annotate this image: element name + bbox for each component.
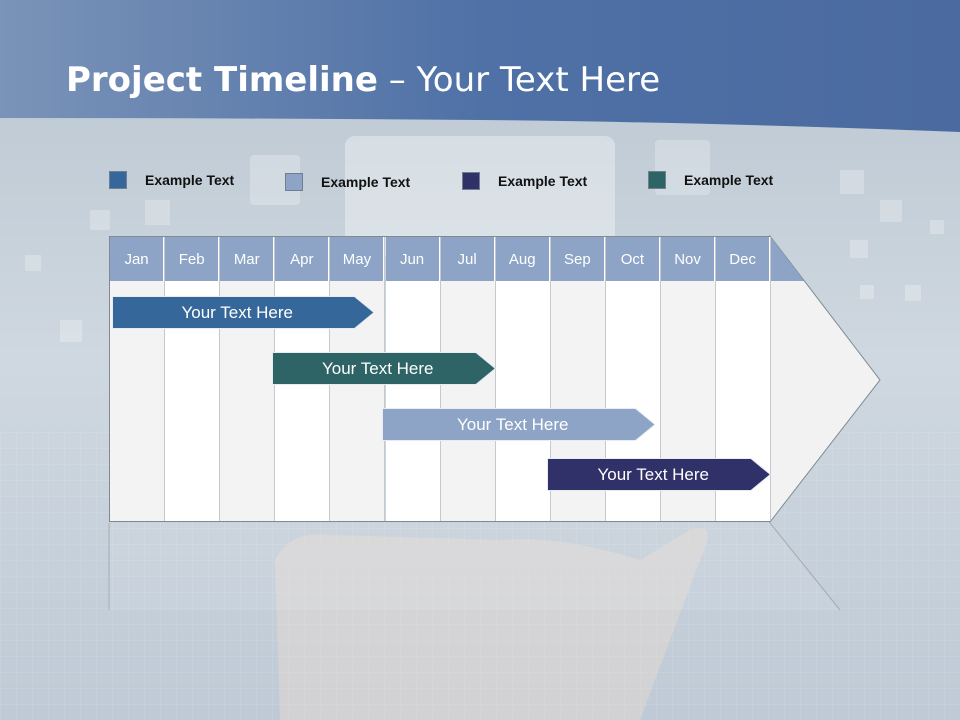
task-bar: Your Text Here [112, 296, 375, 329]
task-label: Your Text Here [456, 414, 569, 434]
legend-item: Example Text [462, 171, 587, 191]
legend-swatch [462, 172, 480, 190]
month-header: Jan [110, 237, 165, 281]
month-header: Dec [716, 237, 771, 281]
month-header: Jul [440, 237, 495, 281]
task-arrow-shape [547, 458, 772, 491]
legend-item: Example Text [109, 170, 234, 190]
legend-swatch [109, 171, 127, 189]
month-header: Aug [495, 237, 550, 281]
page-title: Project Timeline – Your Text Here [66, 60, 660, 100]
task-label: Your Text Here [597, 464, 709, 484]
title-rest: – Your Text Here [377, 60, 661, 100]
legend-swatch [285, 173, 303, 191]
month-header: Jun [385, 237, 440, 281]
month-column: Jan [110, 237, 166, 521]
month-header: Sep [550, 237, 605, 281]
task-label: Your Text Here [181, 302, 293, 322]
month-header: Mar [220, 237, 275, 281]
legend-label: Example Text [684, 172, 774, 188]
legend-swatch [648, 171, 666, 189]
month-header: Oct [605, 237, 660, 281]
legend-item: Example Text [648, 170, 773, 190]
task-label: Your Text Here [321, 358, 434, 378]
legend-item: Example Text [285, 172, 410, 192]
month-column: Feb [165, 237, 221, 521]
month-column: Mar [220, 237, 276, 521]
legend-label: Example Text [498, 173, 588, 189]
month-header: Feb [165, 237, 220, 281]
task-arrow-shape [112, 296, 375, 329]
month-header: Nov [661, 237, 716, 281]
title-bold: Project Timeline [66, 60, 378, 100]
task-bar: Your Text Here [381, 408, 656, 441]
task-arrow-shape [381, 408, 656, 441]
month-header: May [330, 237, 385, 281]
legend-label: Example Text [145, 172, 235, 188]
month-header: Apr [275, 237, 330, 281]
task-bar: Your Text Here [547, 458, 772, 491]
legend-label: Example Text [321, 174, 411, 190]
month-column: Aug [495, 237, 551, 521]
task-bar: Your Text Here [271, 352, 496, 385]
task-arrow-shape [271, 352, 496, 385]
